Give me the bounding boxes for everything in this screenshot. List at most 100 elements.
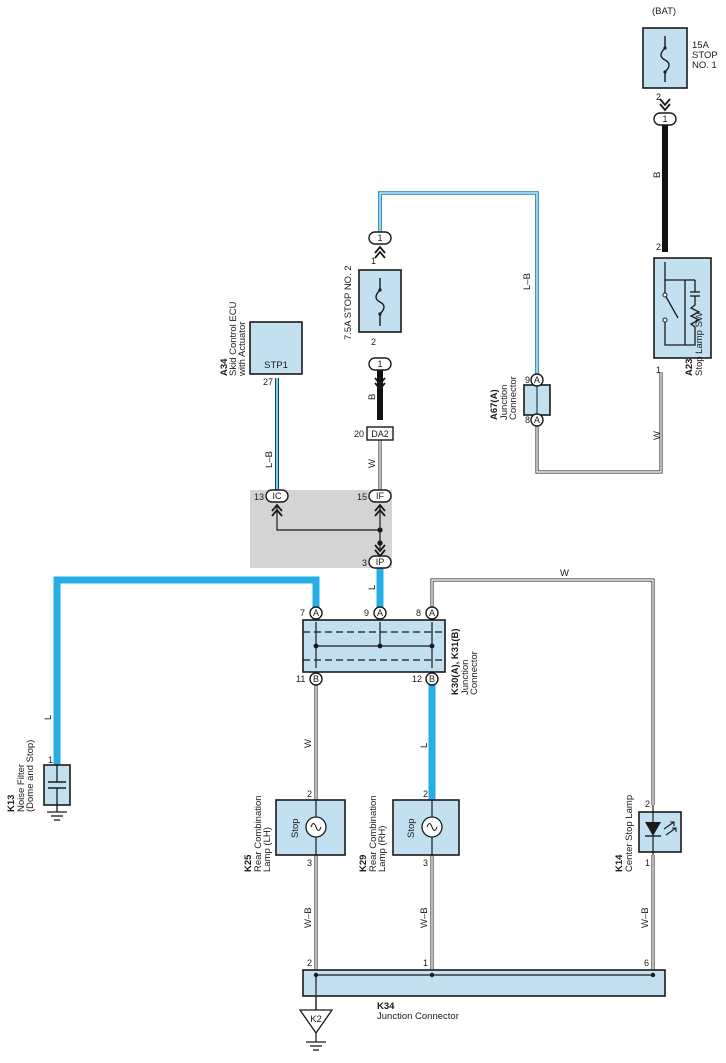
label-components-k14-code: K14 (614, 854, 625, 872)
label-pins-p3: 3 (423, 858, 428, 868)
label-components-a34-terminal: STP1 (264, 360, 288, 371)
connector-1-fuse2-bottom: 1 (368, 357, 392, 371)
pin-numbers: 2 2 1 1 2 20 27 13 15 3 9 8 7 9 8 11 12 … (48, 92, 661, 968)
connector-a67-a-bottom: A (530, 413, 544, 427)
label-wire_colors-b: B (652, 172, 663, 178)
label-wire_colors-w: W (652, 431, 663, 440)
label-components-k29-name1: Rear Combination (368, 795, 379, 872)
label-connectors-c1: 1 (662, 114, 667, 124)
label-components-k30-name2: Connector (469, 651, 480, 695)
label-pins-p2: 2 (307, 789, 312, 799)
label-components-k14-name: Center Stop Lamp (624, 795, 635, 872)
connector-a8: A (425, 606, 439, 620)
label-pins-p3: 3 (362, 558, 367, 568)
label-connectors-a: A (534, 415, 540, 425)
label-pins-p8: 8 (525, 415, 530, 425)
center-stop-lamp (638, 811, 682, 853)
connector-b11: B (309, 672, 323, 686)
label-components-a67-name2: Connector (508, 376, 519, 420)
label-connectors-a: A (377, 608, 383, 618)
label-pins-p7: 7 (300, 608, 305, 618)
label-wire_colors-lb: L–B (522, 273, 533, 290)
wire-lb-a67 (378, 191, 539, 376)
label-power-fuse1_name2: NO. 1 (692, 60, 717, 71)
label-components-k13-name2: (Dome and Stop) (25, 740, 36, 812)
connector-ip: IP (368, 555, 392, 569)
connector-a7: A (309, 606, 323, 620)
bat-label: (BAT) (652, 6, 676, 17)
label-pins-p3: 3 (307, 858, 312, 868)
label-components-k25-code: K25 (243, 854, 254, 872)
label-pins-p27: 27 (263, 377, 273, 387)
label-pins-p13: 13 (254, 492, 264, 502)
label-power-fuse1_amp: 15A (692, 40, 710, 51)
stop-lamp-switch (653, 257, 712, 359)
label-pins-p2: 2 (423, 789, 428, 799)
chevron-markers (271, 98, 671, 558)
label-wire_colors-l: L (43, 715, 54, 720)
label-components-a67-name1: Junction (499, 385, 510, 420)
label-components-k25-name1: Rear Combination (253, 795, 264, 872)
label-connectors-b: B (313, 674, 319, 684)
label-components-a23-code: A23 (684, 359, 695, 376)
fuse2-label: 7.5A STOP NO. 2 (343, 265, 354, 340)
wire-l-noise-filter (53, 576, 320, 765)
label-pins-p11: 11 (296, 674, 305, 684)
label-pins-p12: 12 (412, 674, 422, 684)
label-connectors-ic: IC (273, 491, 283, 501)
rear-combination-lamp-lh (275, 799, 346, 856)
label-components-a67-code: A67(A) (489, 389, 500, 420)
label-components-k34-name: Junction Connector (377, 1011, 459, 1022)
label-connectors-ip: IP (376, 557, 385, 567)
label-pins-p2: 2 (656, 242, 661, 252)
label-pins-p1: 1 (656, 365, 661, 375)
ground-point-k2 (298, 1009, 334, 1035)
splice-box (250, 490, 392, 568)
connector-da2: DA2 (366, 426, 394, 441)
label-components-k25-name2: Lamp (LH) (262, 827, 273, 872)
label-pins-p9: 9 (364, 608, 369, 618)
label-pins-p1: 1 (48, 755, 53, 765)
label-components-k30-name1: Junction (460, 660, 471, 695)
label-components-k29-code: K29 (358, 855, 369, 872)
label-wire_colors-wb: W–B (303, 907, 314, 928)
label-components-k29-inner: Stop (406, 818, 417, 838)
connector-1-top: 1 (653, 112, 677, 126)
label-pins-p2: 2 (371, 337, 376, 347)
connector-a9: A (373, 606, 387, 620)
label-pins-p8: 8 (416, 608, 421, 618)
label-components-k29-name2: Lamp (RH) (377, 826, 388, 872)
label-components-k30-code: K30(A), K31(B) (450, 628, 461, 695)
label-pins-p15: 15 (357, 492, 367, 502)
label-connectors-c1: 1 (377, 233, 382, 243)
label-connectors-a: A (429, 608, 435, 618)
label-wire_colors-w: W (303, 739, 314, 748)
connector-a67-a-top: A (530, 373, 544, 387)
wire-w-a67-sw (536, 372, 662, 473)
label-connectors-b: B (429, 674, 435, 684)
label-components-a34-code: A34 (219, 358, 230, 376)
label-components-ground-label: K2 (310, 1014, 322, 1025)
wire-w-center-stop (431, 579, 654, 805)
label-pins-p1: 1 (645, 858, 650, 868)
label-wire_colors-w: W (560, 568, 569, 579)
label-wire_colors-wb: W–B (640, 907, 651, 928)
label-components-a23-name: Stop Lamp SW (694, 312, 705, 376)
label-wire_colors-l: L (419, 743, 430, 748)
label-components-k13-name1: Noise Filter (16, 764, 27, 812)
junction-k34 (302, 969, 666, 997)
label-pins-p20: 20 (354, 429, 364, 439)
label-pins-p2: 2 (307, 958, 312, 968)
label-components-a34-name2: with Actuator (237, 322, 248, 377)
label-connectors-if: IF (376, 491, 385, 501)
ground-symbol-k13 (47, 811, 67, 821)
label-wire_colors-lb: L–B (264, 451, 275, 468)
label-pins-p6: 6 (644, 958, 649, 968)
label-power-fuse1_name1: STOP (692, 50, 718, 61)
label-connectors-a: A (534, 375, 540, 385)
label-pins-p1: 1 (423, 958, 428, 968)
skid-control-ecu (249, 321, 303, 375)
connector-if: IF (368, 489, 392, 503)
label-wire_colors-b: B (367, 394, 378, 400)
